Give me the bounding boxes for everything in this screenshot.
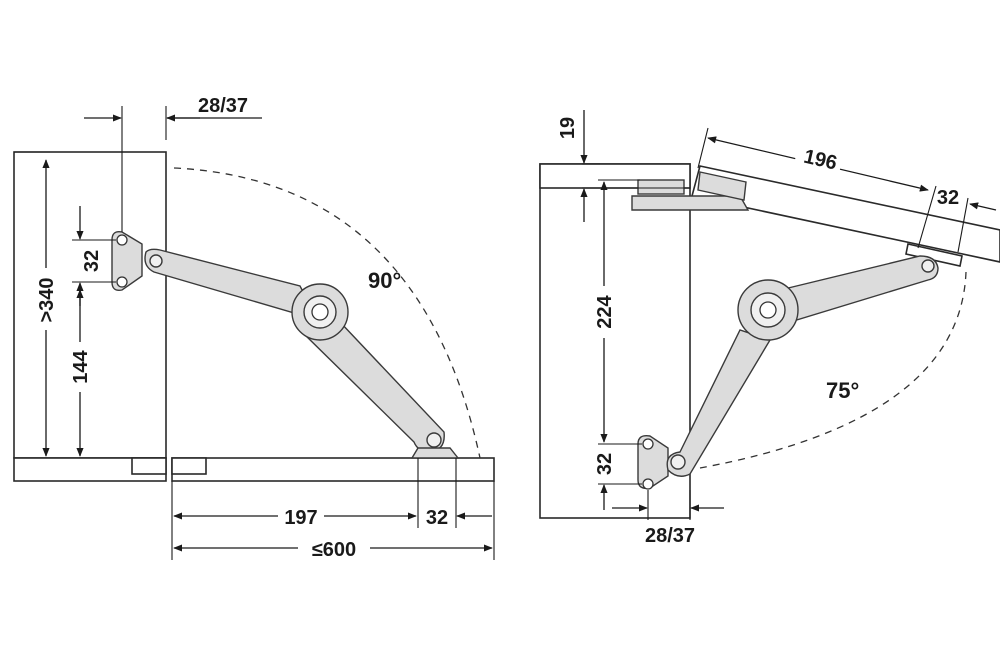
left-lower-arm <box>298 321 445 453</box>
right-label-vertical-span: 224 <box>594 294 616 328</box>
left-label-horizontal-1: 197 <box>284 507 317 529</box>
left-flap-panel <box>171 457 495 482</box>
left-dim-197-gap <box>278 504 324 528</box>
left-upper-pivot <box>149 254 163 268</box>
left-screw-hole-top <box>116 234 128 246</box>
right-lid-bracket <box>631 195 750 211</box>
right-swing-arc <box>699 271 967 469</box>
right-catch-block <box>637 179 685 195</box>
right-dim-224-gap <box>592 286 616 338</box>
left-label-swing-angle: 90° <box>368 268 401 293</box>
left-view: 28/37 32 >340 144 90° 197 32 ≤600 <box>13 95 495 561</box>
left-label-mount-height: 144 <box>70 349 92 383</box>
right-lid-end <box>905 243 963 267</box>
left-lower-pivot <box>426 432 442 448</box>
right-label-hole-spacing: 32 <box>594 453 616 475</box>
right-view: 19 196 32 224 32 75° 28/37 <box>539 110 1000 547</box>
left-flap-bracket <box>410 447 460 459</box>
right-screw-hole-top <box>642 438 654 450</box>
right-dim-196-gap <box>793 141 845 175</box>
right-label-end-offset: 32 <box>937 187 959 209</box>
left-screw-hole-bottom <box>116 276 128 288</box>
right-upper-pivot <box>921 259 935 273</box>
left-hinge-block <box>131 457 167 475</box>
right-label-swing-angle: 75° <box>826 378 859 403</box>
right-lower-pivot <box>670 454 686 470</box>
left-dim-340-gap <box>34 268 58 330</box>
right-screw-hole-bottom <box>642 478 654 490</box>
left-dim-600-gap <box>298 536 370 560</box>
right-hub-center <box>759 301 777 319</box>
right-label-panel-thickness: 19 <box>557 117 579 139</box>
right-ext-196-a <box>697 127 709 169</box>
right-label-side-offset: 28/37 <box>645 525 695 547</box>
left-flap-block <box>171 457 207 475</box>
left-dim-144-gap <box>68 342 92 392</box>
right-dim-32-end <box>969 202 997 211</box>
left-label-top-offset: 28/37 <box>198 95 248 117</box>
left-hub-center <box>311 303 329 321</box>
right-ext-32-end <box>957 197 969 253</box>
left-label-min-height: >340 <box>36 277 58 322</box>
left-label-max-depth: ≤600 <box>312 539 356 561</box>
right-ext-196-b <box>917 185 937 249</box>
left-label-hole-spacing: 32 <box>81 250 103 272</box>
right-upper-arm <box>779 255 939 323</box>
left-label-horizontal-2: 32 <box>426 507 448 529</box>
left-mount-plate <box>111 230 143 292</box>
